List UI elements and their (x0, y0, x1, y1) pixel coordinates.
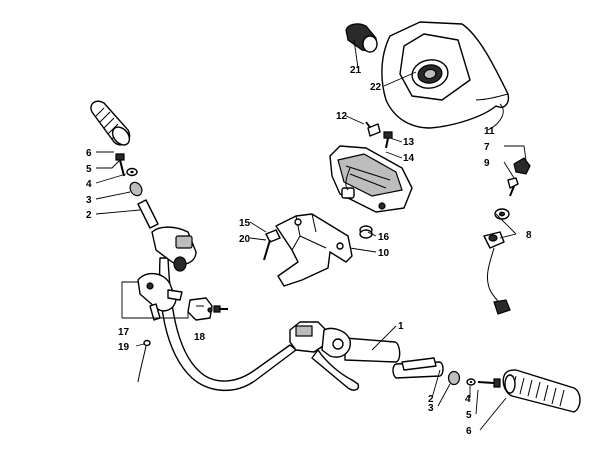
callout-19: 19 (118, 342, 130, 353)
callout-12: 12 (336, 111, 348, 122)
callout-5-right: 5 (466, 410, 472, 421)
callout-15: 15 (239, 218, 251, 229)
cable (137, 339, 151, 383)
callout-3-right: 3 (428, 403, 434, 414)
callout-6-right: 6 (466, 426, 472, 437)
callout-13: 13 (403, 137, 415, 148)
callout-5-left: 5 (86, 164, 92, 175)
callout-8: 8 (526, 230, 532, 241)
callout-labels: 1 2 2 3 3 4 4 5 5 6 6 7 8 9 10 11 12 13 … (86, 65, 532, 437)
callout-4-left: 4 (86, 179, 92, 190)
callout-7: 7 (484, 142, 490, 153)
callout-4-right: 4 (465, 394, 471, 405)
instrument-cluster (329, 145, 413, 213)
left-grip-screw (115, 153, 125, 177)
pod-screw-small (365, 121, 381, 137)
switch-connector (483, 231, 511, 315)
bracket-grommet (359, 225, 373, 239)
callout-16: 16 (378, 232, 390, 243)
right-bar-end (447, 370, 461, 386)
left-bar-end (129, 181, 143, 197)
throttle-lever (311, 349, 360, 391)
leader-lines (95, 39, 527, 431)
switch-stem (507, 177, 519, 197)
right-grip-washer (466, 378, 476, 386)
speedometer-gauge (411, 59, 449, 89)
right-grip-screw (477, 378, 501, 388)
left-bracket (187, 297, 228, 321)
callout-20: 20 (239, 234, 251, 245)
switch-nut (494, 208, 510, 220)
callout-17: 17 (118, 327, 130, 338)
pod-mount-bracket (275, 213, 353, 287)
callout-2-right: 2 (428, 394, 434, 405)
callout-14: 14 (403, 153, 415, 164)
handlebar (158, 257, 297, 392)
left-grip-washer (126, 167, 138, 177)
left-handlebar-plug (137, 199, 159, 229)
callout-1: 1 (398, 321, 404, 332)
callout-22: 22 (370, 82, 382, 93)
throttle-housing (289, 321, 351, 358)
left-grip (90, 100, 131, 146)
callout-10: 10 (378, 248, 390, 259)
callout-21: 21 (350, 65, 362, 76)
switch-knob (513, 157, 531, 175)
left-lever-assembly (137, 273, 183, 321)
callout-6-left: 6 (86, 148, 92, 159)
callout-18: 18 (194, 332, 206, 343)
callout-3-left: 3 (86, 195, 92, 206)
right-grip (502, 369, 581, 413)
right-handlebar-plug (401, 357, 437, 371)
pod-knob (345, 23, 378, 53)
pod-screw (383, 131, 393, 149)
left-switch-housing (151, 226, 197, 272)
bracket-bolt (263, 229, 281, 261)
callout-9: 9 (484, 158, 490, 169)
callout-2-left: 2 (86, 210, 92, 221)
callout-11: 11 (484, 126, 495, 137)
